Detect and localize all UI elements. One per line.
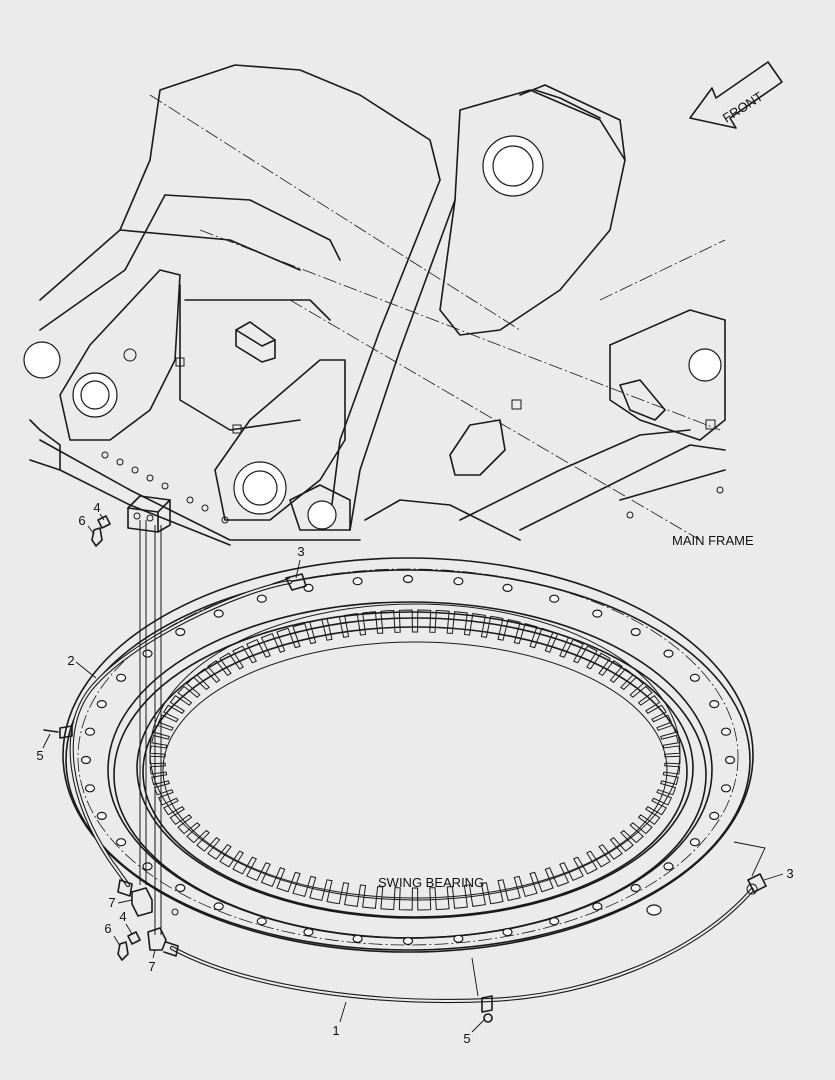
bolt-hole	[502, 927, 513, 937]
bolt-hole	[213, 902, 224, 911]
bolt-hole	[96, 699, 107, 709]
fittings	[43, 515, 767, 1023]
bolt-hole	[115, 673, 127, 682]
front-label: FRONT	[720, 89, 766, 126]
bolt-hole	[256, 917, 267, 926]
callout-4-lower: 4	[119, 909, 126, 924]
swing-bearing-label: SWING BEARING	[378, 875, 484, 890]
bolt-hole	[724, 755, 736, 765]
bolt-hole	[453, 577, 464, 586]
bolt-hole	[630, 627, 641, 637]
bolt-hole	[720, 784, 732, 793]
bolt-hole	[352, 577, 363, 586]
bolt-hole	[213, 609, 224, 618]
bolt-hole	[549, 917, 560, 926]
bolt-hole	[402, 574, 414, 584]
bolt-hole	[142, 649, 153, 658]
callout-7-upper: 7	[108, 895, 115, 910]
bolt-hole	[256, 594, 267, 603]
swing-bearing	[62, 557, 754, 953]
bolt-hole	[84, 727, 96, 736]
bolt-hole	[592, 902, 603, 911]
callout-1: 1	[332, 1023, 339, 1038]
bolt-hole	[402, 936, 414, 946]
bolt-hole	[630, 883, 641, 893]
main-frame-label: MAIN FRAME	[672, 533, 754, 548]
bolt-hole	[709, 699, 720, 709]
gear-tooth-profile	[149, 609, 681, 911]
grease-hoses	[69, 520, 755, 1004]
bolt-hole	[96, 811, 107, 821]
callout-4-upper: 4	[93, 500, 100, 515]
bolt-hole	[592, 609, 603, 618]
bolt-hole	[663, 862, 674, 871]
bolt-hole	[175, 883, 186, 893]
bolt-hole	[84, 784, 96, 793]
bolt-hole	[453, 934, 464, 943]
bolt-hole	[663, 649, 674, 658]
main-frame	[23, 64, 726, 546]
bolt-hole	[303, 927, 314, 937]
bolt-hole	[80, 755, 92, 765]
bolt-hole	[502, 583, 513, 593]
bolt-hole	[352, 934, 363, 943]
callout-5-left: 5	[36, 748, 43, 763]
callout-7-lower: 7	[148, 959, 155, 974]
bolt-hole	[549, 594, 560, 603]
bolt-hole	[689, 838, 701, 847]
callout-6-lower: 6	[104, 921, 111, 936]
bolt-hole	[115, 838, 127, 847]
bolt-hole	[142, 862, 153, 871]
gear-teeth	[149, 609, 681, 911]
callout-3-lower: 3	[786, 866, 793, 881]
frame-holes	[101, 451, 724, 524]
callout-2: 2	[67, 653, 74, 668]
bolt-hole	[689, 673, 701, 682]
bolt-hole	[720, 727, 732, 736]
callout-3-upper: 3	[297, 544, 304, 559]
bolt-hole	[175, 627, 186, 637]
callouts: 1 2 3 3 4 4 5 5 6 6 7 7	[36, 500, 793, 1046]
front-arrow-icon: FRONT	[689, 61, 783, 129]
callout-6-upper: 6	[78, 513, 85, 528]
bolt-hole	[709, 811, 720, 821]
callout-5-bottom: 5	[463, 1031, 470, 1046]
bolt-holes	[80, 574, 736, 946]
